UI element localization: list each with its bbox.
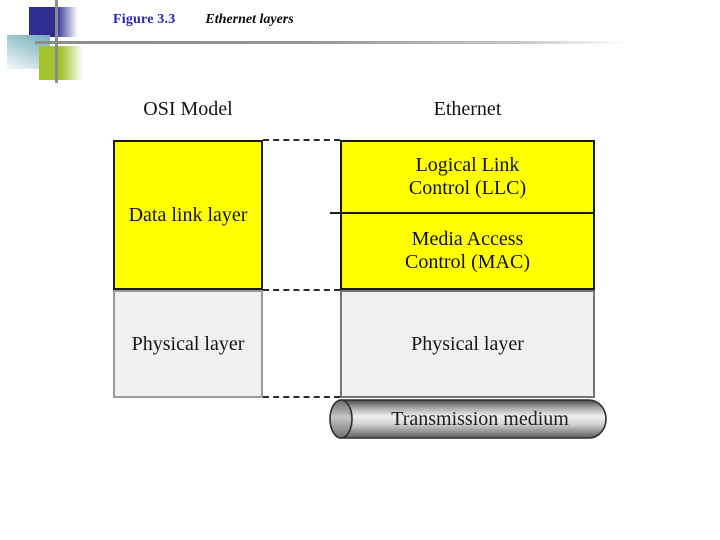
data-link-layer-label: Data link layer: [128, 203, 248, 226]
llc-label-line2: Control (LLC): [408, 177, 527, 199]
dashed-connector-bottom: [263, 396, 340, 398]
ethernet-physical-layer-box: Physical layer: [340, 290, 595, 398]
osi-physical-layer-label: Physical layer: [131, 332, 245, 355]
llc-label-line1: Logical Link: [415, 154, 520, 176]
ornament-blue-square: [29, 7, 78, 37]
title-divider-line: [35, 41, 647, 44]
transmission-medium-cylinder: Transmission medium: [328, 399, 608, 439]
ethernet-data-link-stack: Logical Link Control (LLC) Media Access …: [340, 140, 595, 290]
cylinder-graphic: [329, 399, 607, 439]
figure-label: Figure 3.3: [113, 12, 176, 27]
slide-title: Figure 3.3 Ethernet layers: [113, 12, 294, 28]
osi-data-link-layer-box: Data link layer: [113, 140, 263, 290]
osi-physical-layer-box: Physical layer: [113, 290, 263, 398]
llc-mac-divider-tick: [330, 212, 340, 214]
ethernet-column-header: Ethernet: [433, 98, 502, 120]
mac-label-line1: Media Access: [411, 228, 524, 250]
ornament-green-square: [39, 46, 83, 80]
transmission-medium-label: Transmission medium: [391, 407, 569, 430]
figure-title: Ethernet layers: [205, 12, 294, 27]
ethernet-physical-layer-label: Physical layer: [411, 332, 524, 355]
dashed-connector-middle: [263, 289, 340, 291]
dashed-connector-top: [263, 139, 340, 141]
mac-box: Media Access Control (MAC): [342, 214, 593, 288]
llc-box: Logical Link Control (LLC): [342, 142, 593, 214]
mac-label-line2: Control (MAC): [405, 251, 530, 273]
osi-column-header: OSI Model: [143, 98, 233, 120]
